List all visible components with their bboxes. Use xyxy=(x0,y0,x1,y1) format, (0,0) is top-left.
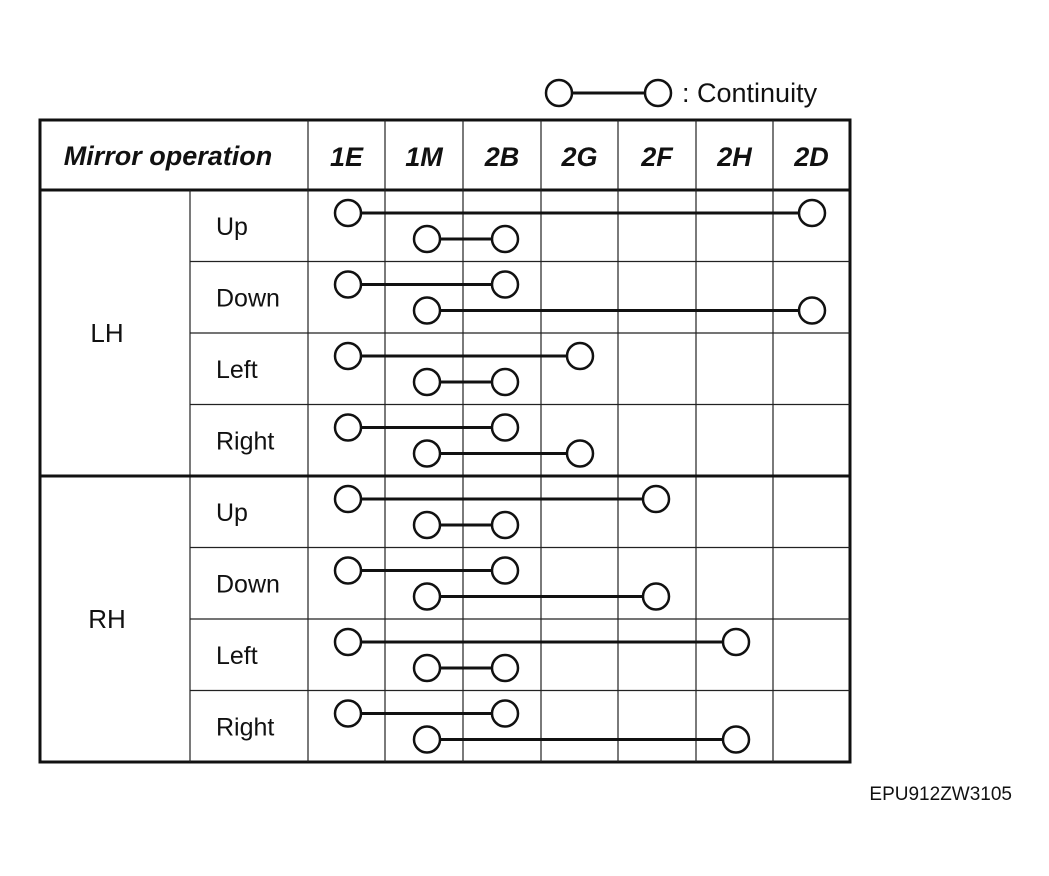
continuity-link-1e-2g xyxy=(333,341,595,371)
continuity-link-1e-2b xyxy=(333,699,520,728)
header-terminal-1m: 1M xyxy=(405,142,443,172)
terminal-dot-1e xyxy=(333,413,363,442)
terminal-dot-2d xyxy=(797,296,827,325)
terminal-dot-1e xyxy=(333,484,363,514)
terminal-dot-1e xyxy=(333,556,363,585)
header-terminal-2b: 2B xyxy=(484,142,520,172)
connections xyxy=(333,198,827,754)
continuity-link-1e-2b xyxy=(333,270,520,299)
terminal-dot-1e xyxy=(333,270,363,299)
operation-label-lh-up: Up xyxy=(216,213,248,241)
terminal-dot-1e xyxy=(333,198,363,228)
header-terminal-2f: 2F xyxy=(640,142,674,172)
operation-label-lh-left: Left xyxy=(216,356,258,384)
terminal-dot-2g xyxy=(565,341,595,371)
side-label-lh: LH xyxy=(90,318,123,348)
terminal-dot-2b xyxy=(490,653,520,683)
terminal-dot-1m xyxy=(412,725,442,754)
continuity-link-1m-2f xyxy=(412,582,671,611)
operation-label-lh-right: Right xyxy=(216,427,274,455)
header-terminal-2g: 2G xyxy=(560,142,597,172)
continuity-link-1e-2b xyxy=(333,413,520,442)
header-terminal-1e: 1E xyxy=(330,142,364,172)
header-terminal-2d: 2D xyxy=(793,142,829,172)
terminal-dot-2b xyxy=(490,270,520,299)
terminal-dot-1m xyxy=(412,367,442,397)
terminal-dot-1m xyxy=(412,582,442,611)
continuity-link-1e-2f xyxy=(333,484,671,514)
figure-code: EPU912ZW3105 xyxy=(869,784,1012,805)
continuity-link-1e-2b xyxy=(333,556,520,585)
continuity-link-1m-2b xyxy=(412,224,520,254)
table-grid xyxy=(38,118,852,764)
continuity-link-1e-2h xyxy=(333,627,751,657)
terminal-dot-2b xyxy=(490,699,520,728)
operation-label-rh-down: Down xyxy=(216,570,280,598)
terminal-dot-2b xyxy=(490,510,520,540)
terminal-dot-2h xyxy=(721,725,751,754)
table-header: Mirror operation 1E 1M 2B 2G 2F 2H 2D xyxy=(64,141,829,172)
side-label-rh: RH xyxy=(88,604,126,634)
terminal-dot-2f xyxy=(641,582,671,611)
continuity-link-1e-2d xyxy=(333,198,827,228)
legend: : Continuity xyxy=(544,78,818,108)
terminal-dot-1m xyxy=(412,296,442,325)
terminal-dot-2b xyxy=(490,224,520,254)
terminal-dot-2h xyxy=(721,627,751,657)
terminal-dot-2b xyxy=(490,556,520,585)
continuity-link-1m-2h xyxy=(412,725,751,754)
continuity-link-1m-2g xyxy=(412,439,595,468)
operation-label-rh-left: Left xyxy=(216,642,258,670)
terminal-dot-2b xyxy=(490,413,520,442)
legend-label: : Continuity xyxy=(682,78,818,108)
terminal-dot-1e xyxy=(333,341,363,371)
terminal-dot-2f xyxy=(641,484,671,514)
terminal-dot-2g xyxy=(565,439,595,468)
terminal-dot-2d xyxy=(797,198,827,228)
operation-label-rh-right: Right xyxy=(216,713,274,741)
terminal-dot-1e xyxy=(333,699,363,728)
operation-label-lh-down: Down xyxy=(216,284,280,312)
side-labels: LH RH xyxy=(88,318,126,634)
legend-dot-left xyxy=(544,78,574,108)
header-terminal-2h: 2H xyxy=(716,142,752,172)
header-mirror-operation: Mirror operation xyxy=(64,141,273,171)
terminal-dot-1e xyxy=(333,627,363,657)
terminal-dot-1m xyxy=(412,510,442,540)
terminal-dot-1m xyxy=(412,653,442,683)
terminal-dot-1m xyxy=(412,439,442,468)
terminal-dot-1m xyxy=(412,224,442,254)
continuity-link-1m-2b xyxy=(412,653,520,683)
continuity-link-1m-2d xyxy=(412,296,827,325)
legend-dot-right xyxy=(643,78,673,108)
table-border xyxy=(38,118,852,764)
operation-label-rh-up: Up xyxy=(216,499,248,527)
terminal-dot-2b xyxy=(490,367,520,397)
continuity-link-1m-2b xyxy=(412,510,520,540)
continuity-link-1m-2b xyxy=(412,367,520,397)
